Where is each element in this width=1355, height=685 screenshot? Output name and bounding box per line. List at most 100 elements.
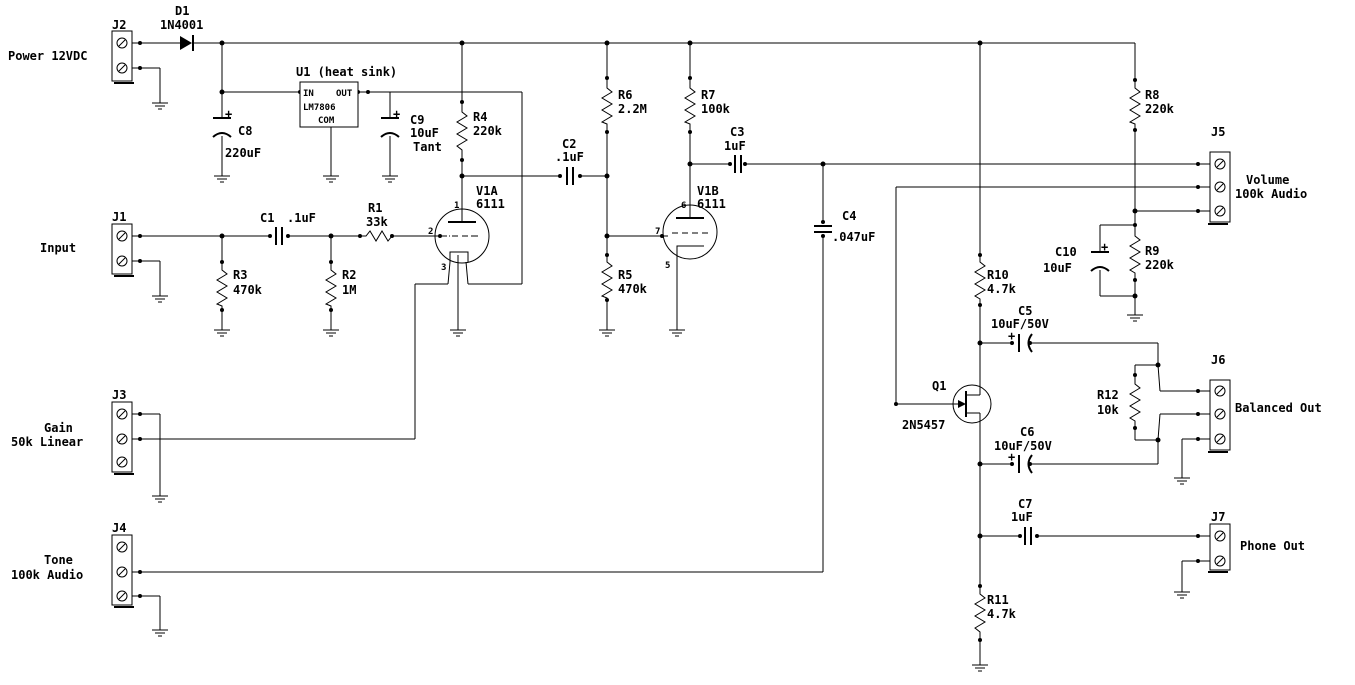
j7-label: Phone Out bbox=[1240, 539, 1305, 553]
j2-ref: J2 bbox=[112, 18, 126, 32]
r6-value: 2.2M bbox=[618, 102, 647, 116]
connector-j7: J7 Phone Out bbox=[1198, 510, 1305, 573]
ground-icon bbox=[322, 329, 340, 337]
r7-ref: R7 bbox=[701, 88, 715, 102]
resistor-r4 bbox=[456, 102, 468, 160]
ground-icon bbox=[322, 175, 340, 183]
d1-value: 1N4001 bbox=[160, 18, 203, 32]
r12-value: 10k bbox=[1097, 403, 1119, 417]
diode-d1: D1 1N4001 bbox=[160, 4, 203, 51]
v1a-ref: V1A bbox=[476, 184, 498, 198]
c9-plus: + bbox=[393, 107, 400, 121]
resistor-labels: R4 220k R6 2.2M R7 100k R8 220k R9 220k … bbox=[233, 88, 1175, 621]
j4-label-1: Tone bbox=[44, 553, 73, 567]
r10-ref: R10 bbox=[987, 268, 1009, 282]
junction-dots bbox=[138, 40, 1200, 642]
c7-ref: C7 bbox=[1018, 497, 1032, 511]
resistor-r2 bbox=[324, 262, 337, 310]
resistor-r10 bbox=[974, 255, 986, 305]
resistor-r5 bbox=[600, 255, 613, 300]
r1-ref: R1 bbox=[368, 201, 382, 215]
r11-value: 4.7k bbox=[987, 607, 1017, 621]
r5-value: 470k bbox=[618, 282, 648, 296]
wires bbox=[140, 42, 1198, 665]
c1-value: .1uF bbox=[287, 211, 316, 225]
d1-ref: D1 bbox=[175, 4, 189, 18]
v1a-pin-grid: 2 bbox=[428, 227, 433, 237]
c2-value: .1uF bbox=[555, 150, 584, 164]
c3-ref: C3 bbox=[730, 125, 744, 139]
ground-icon bbox=[668, 329, 686, 337]
j5-ref: J5 bbox=[1211, 125, 1225, 139]
c5-ref: C5 bbox=[1018, 304, 1032, 318]
ground-icon bbox=[1173, 477, 1191, 485]
v1b-ref: V1B bbox=[697, 184, 719, 198]
ground-icon bbox=[1173, 591, 1191, 599]
c10-ref: C10 bbox=[1055, 245, 1077, 259]
resistor-r12 bbox=[1129, 375, 1141, 428]
r2-ref: R2 bbox=[342, 268, 356, 282]
connector-j5: J5 Volume 100k Audio bbox=[1198, 125, 1307, 225]
capacitor-c2: C2 .1uF bbox=[555, 137, 584, 185]
r4-value: 220k bbox=[473, 124, 503, 138]
j3-label-2: 50k Linear bbox=[11, 435, 83, 449]
ground-icon bbox=[151, 495, 169, 503]
connector-j2: J2 Power 12VDC bbox=[8, 18, 140, 84]
c2-ref: C2 bbox=[562, 137, 576, 151]
ground-icon bbox=[1126, 314, 1144, 322]
r8-ref: R8 bbox=[1145, 88, 1159, 102]
r8-value: 220k bbox=[1145, 102, 1175, 116]
c5-value: 10uF/50V bbox=[991, 317, 1049, 331]
u1-pin-com: COM bbox=[318, 116, 335, 126]
transistor-q1: Q1 2N5457 bbox=[902, 379, 992, 432]
r1-value: 33k bbox=[366, 215, 388, 229]
ground-symbols bbox=[151, 102, 1191, 672]
c8-value: 220uF bbox=[225, 146, 261, 160]
c8-plus: + bbox=[225, 107, 232, 121]
capacitor-c6: + C6 10uF/50V bbox=[994, 425, 1052, 474]
connector-j6: J6 Balanced Out bbox=[1198, 353, 1322, 453]
resistor-r7 bbox=[683, 78, 696, 132]
ground-icon bbox=[151, 629, 169, 637]
connector-j4: J4 Tone 100k Audio bbox=[11, 521, 140, 608]
c10-plus: + bbox=[1101, 240, 1108, 254]
r11-ref: R11 bbox=[987, 593, 1009, 607]
v1b-value: 6111 bbox=[697, 197, 726, 211]
ground-icon bbox=[598, 329, 616, 337]
r6-ref: R6 bbox=[618, 88, 632, 102]
c9-value: 10uF bbox=[410, 126, 439, 140]
r10-value: 4.7k bbox=[987, 282, 1017, 296]
ground-icon bbox=[151, 295, 169, 303]
j7-ref: J7 bbox=[1211, 510, 1225, 524]
c10-value: 10uF bbox=[1043, 261, 1072, 275]
tube-v1a: V1A 6111 2 1 3 bbox=[428, 184, 505, 273]
capacitor-c10: + C10 10uF bbox=[1043, 240, 1110, 275]
r7-value: 100k bbox=[701, 102, 731, 116]
c4-ref: C4 bbox=[842, 209, 856, 223]
resistor-r1 bbox=[360, 230, 393, 242]
j1-ref: J1 bbox=[112, 210, 126, 224]
q1-ref: Q1 bbox=[932, 379, 946, 393]
u1-pin-out: OUT bbox=[336, 89, 353, 99]
capacitor-c3: C3 1uF bbox=[724, 125, 746, 173]
c9-ref: C9 bbox=[410, 113, 424, 127]
resistor-r8 bbox=[1128, 80, 1141, 130]
r12-ref: R12 bbox=[1097, 388, 1119, 402]
capacitor-c9: + C9 10uF Tant bbox=[380, 107, 442, 154]
v1a-pin-cathode: 3 bbox=[441, 263, 446, 273]
c3-value: 1uF bbox=[724, 139, 746, 153]
r9-value: 220k bbox=[1145, 258, 1175, 272]
c8-ref: C8 bbox=[238, 124, 252, 138]
j1-label: Input bbox=[40, 241, 76, 255]
c6-value: 10uF/50V bbox=[994, 439, 1052, 453]
ground-icon bbox=[213, 175, 231, 183]
r3-value: 470k bbox=[233, 283, 263, 297]
ground-icon bbox=[151, 102, 169, 110]
c7-value: 1uF bbox=[1011, 510, 1033, 524]
ground-icon bbox=[449, 329, 467, 337]
v1a-value: 6111 bbox=[476, 197, 505, 211]
resistor-r11 bbox=[974, 586, 986, 640]
r4-ref: R4 bbox=[473, 110, 487, 124]
c6-plus: + bbox=[1008, 450, 1015, 464]
